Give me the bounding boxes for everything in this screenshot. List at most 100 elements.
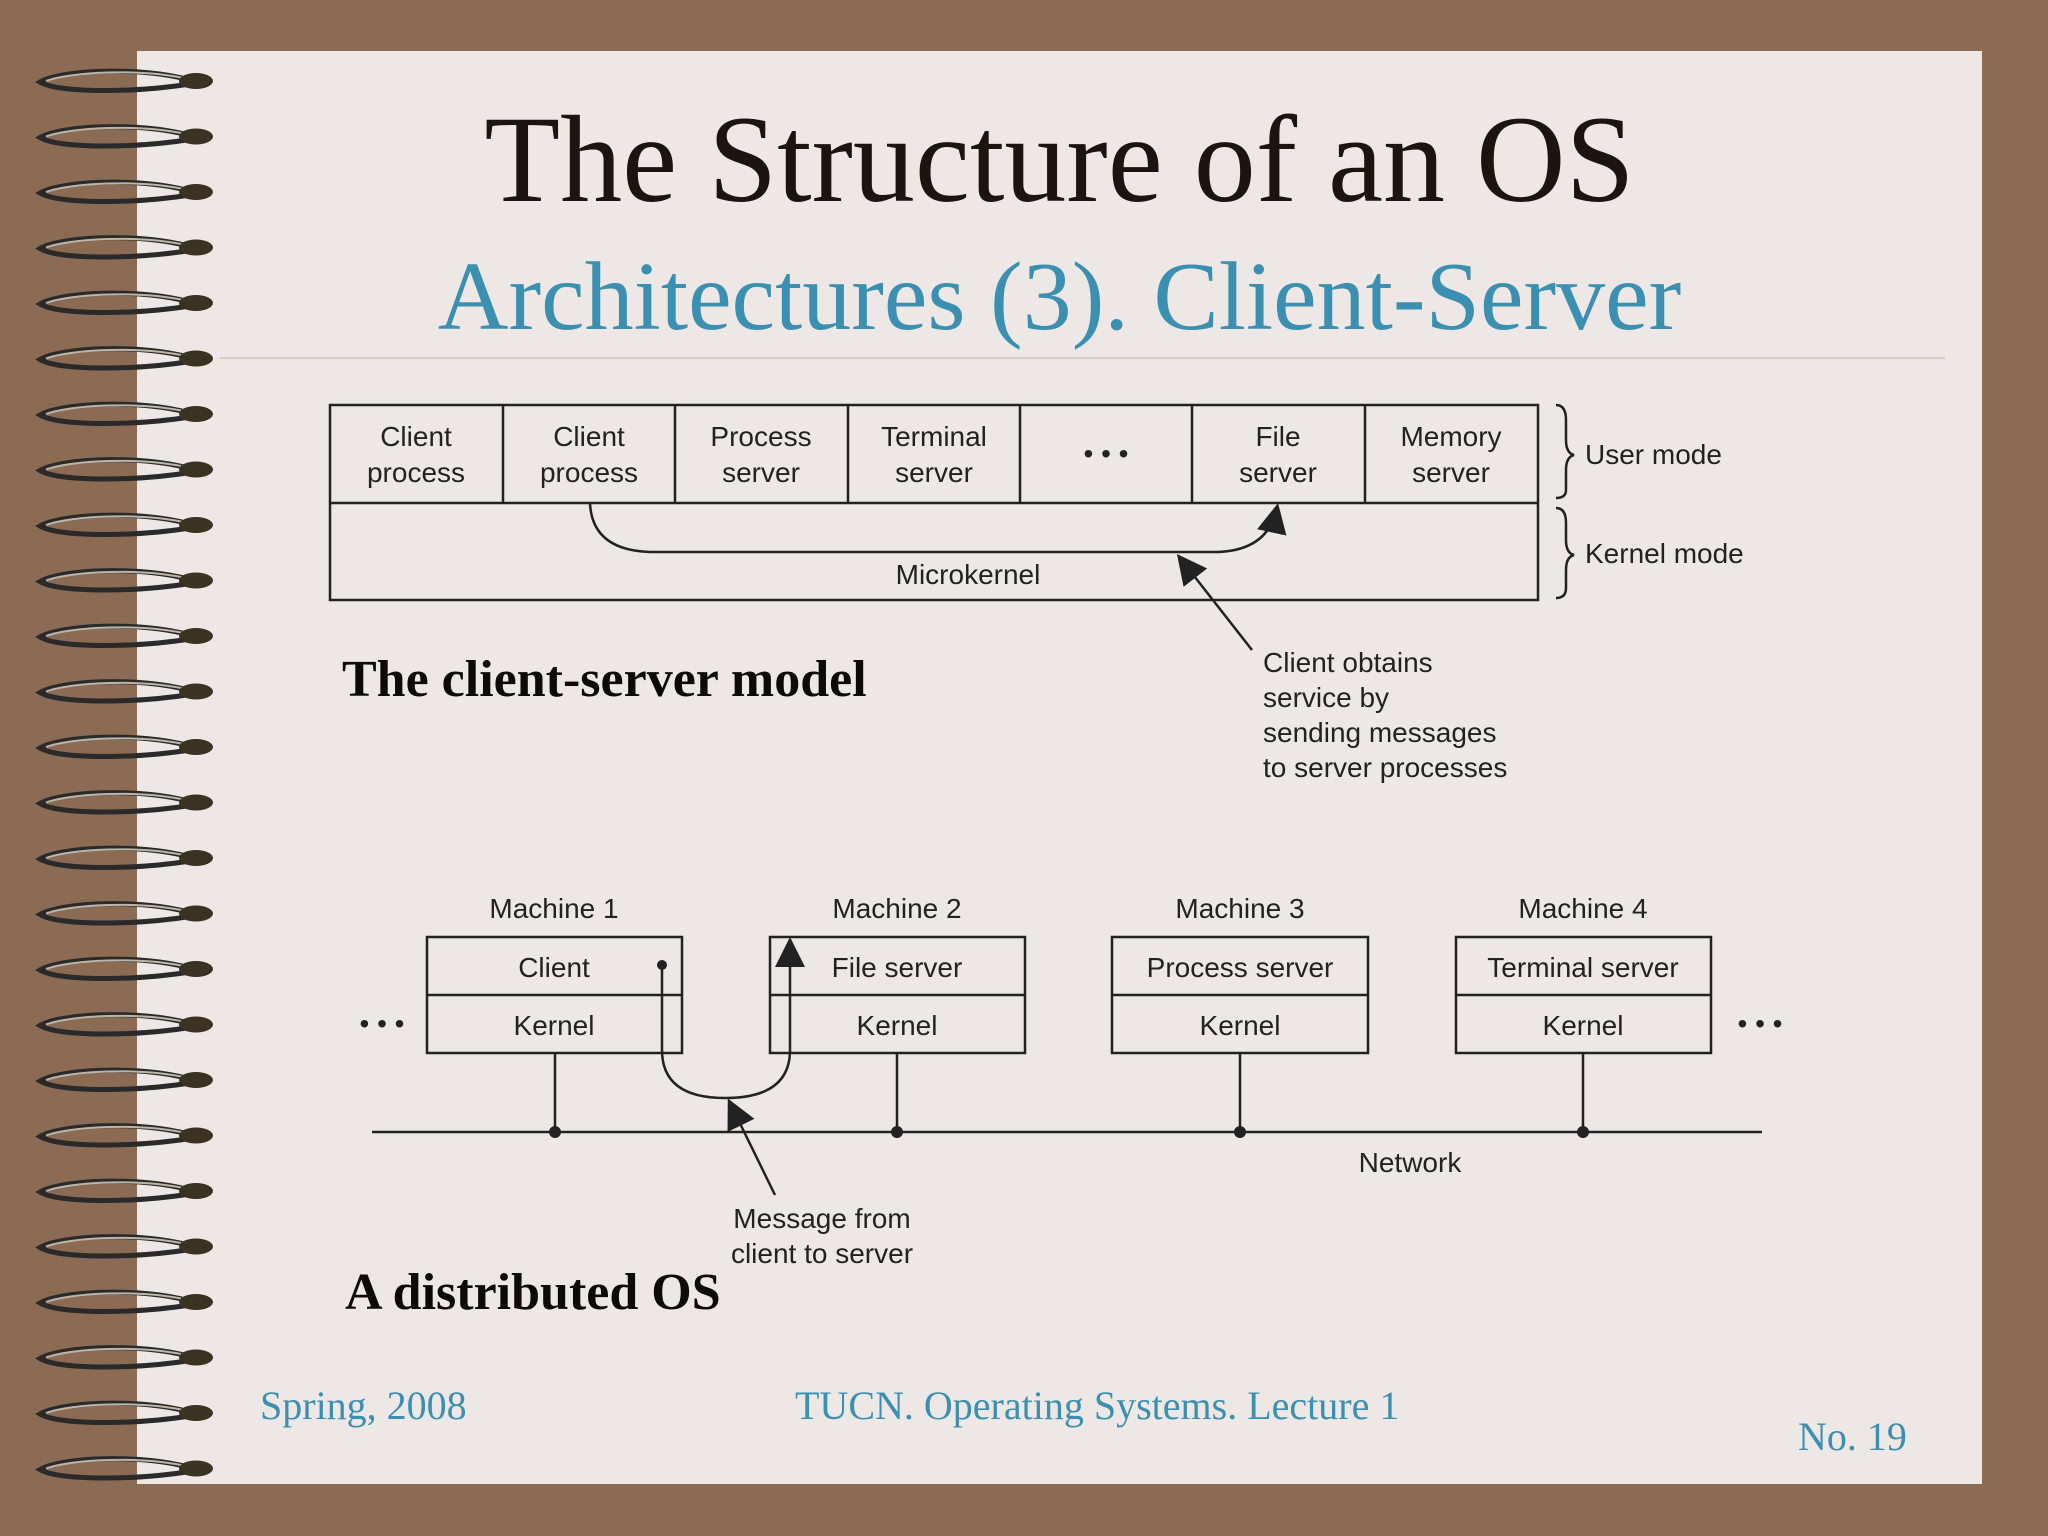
binding-hole — [179, 905, 213, 922]
binding-hole — [179, 1405, 213, 1421]
binding-hole — [179, 1460, 213, 1477]
caption-client-server-model: The client-server model — [342, 651, 867, 708]
binding-ring-highlight — [45, 1125, 189, 1137]
binding-ring-highlight — [45, 570, 189, 582]
footer-page-number: No. 19 — [1798, 1414, 1907, 1459]
machine-4-kernel: Kernel — [1543, 1010, 1624, 1041]
binding-hole — [179, 350, 213, 367]
machine-3-service: Process server — [1147, 952, 1334, 983]
machine-3-name: Machine 3 — [1175, 893, 1304, 924]
binding-ring-highlight — [45, 126, 189, 138]
binding-hole — [179, 184, 213, 200]
caption-distributed-os: A distributed OS — [345, 1264, 721, 1321]
note-arrow — [1176, 554, 1253, 651]
binding-ring-highlight — [45, 1347, 189, 1359]
binding-ring-highlight — [45, 1070, 189, 1081]
binding-ring-highlight — [45, 404, 189, 415]
machine-1-service: Client — [518, 952, 590, 983]
distributed-diagram — [372, 935, 1762, 1196]
note-line-3: sending messages — [1263, 717, 1496, 748]
message-path-arrow — [588, 502, 1287, 554]
microkernel-label: Microkernel — [896, 559, 1041, 590]
box-label-3b: server — [722, 457, 800, 488]
binding-ring-highlight — [45, 848, 189, 859]
user-mode-brace — [1555, 403, 1575, 500]
binding-ring-highlight — [45, 1236, 189, 1248]
binding-ring-highlight — [45, 515, 189, 526]
binding-ring-highlight — [45, 959, 189, 970]
binding-ring-highlight — [45, 459, 189, 471]
box-label-6b: server — [1239, 457, 1317, 488]
box-label-ellipsis: • • • — [1084, 438, 1129, 469]
binding-hole — [179, 1349, 213, 1366]
machine-3-kernel: Kernel — [1200, 1010, 1281, 1041]
binding-hole — [179, 961, 213, 977]
binding-hole — [179, 295, 213, 311]
box-label-1a: Client — [380, 421, 452, 452]
binding-ring-highlight — [45, 348, 189, 360]
binding-hole — [179, 239, 213, 256]
slide-subtitle: Architectures (3). Client-Server — [437, 243, 1682, 351]
note-line-4: to server processes — [1263, 752, 1507, 783]
box-label-4b: server — [895, 457, 973, 488]
binding-hole — [179, 461, 213, 478]
note-line-2: service by — [1263, 682, 1389, 713]
box-label-2a: Client — [553, 421, 625, 452]
slide-page — [137, 51, 1982, 1484]
microkernel-diagram — [328, 403, 1575, 651]
network-label: Network — [1359, 1147, 1463, 1178]
binding-hole — [179, 794, 213, 811]
binding-hole — [179, 850, 213, 866]
box-label-7b: server — [1412, 457, 1490, 488]
box-label-3a: Process — [710, 421, 811, 452]
binding-ring-highlight — [45, 1014, 189, 1026]
binding-ring-highlight — [45, 293, 189, 304]
binding-hole — [179, 73, 213, 89]
note-line-1: Client obtains — [1263, 647, 1433, 678]
binding-ring-highlight — [45, 1292, 189, 1303]
box-label-4a: Terminal — [881, 421, 987, 452]
binding-ring-highlight — [45, 681, 189, 693]
binding-hole — [179, 406, 213, 422]
binding-ring-highlight — [45, 792, 189, 804]
binding-hole — [179, 1294, 213, 1310]
machine-1-kernel: Kernel — [514, 1010, 595, 1041]
binding-hole — [179, 1016, 213, 1033]
binding-hole — [179, 572, 213, 589]
box-label-7a: Memory — [1400, 421, 1501, 452]
binding-hole — [179, 1127, 213, 1144]
footer-date: Spring, 2008 — [260, 1383, 467, 1428]
message-note-line-2: client to server — [731, 1238, 913, 1269]
binding-ring-highlight — [45, 182, 189, 193]
machine-2-kernel: Kernel — [857, 1010, 938, 1041]
title-divider — [220, 357, 1945, 359]
machine-1-name: Machine 1 — [489, 893, 618, 924]
machine-4-service: Terminal server — [1487, 952, 1678, 983]
binding-ring-highlight — [45, 71, 189, 82]
right-ellipsis: • • • — [1738, 1008, 1783, 1039]
binding-hole — [179, 683, 213, 700]
message-origin-dot — [657, 960, 667, 970]
spiral-rings-svg — [35, 68, 213, 1481]
binding-hole — [179, 517, 213, 533]
machine-2-name: Machine 2 — [832, 893, 961, 924]
binding-hole — [179, 628, 213, 644]
machine-2-service: File server — [832, 952, 963, 983]
binding-ring-highlight — [45, 1181, 189, 1192]
binding-ring-highlight — [45, 737, 189, 748]
kernel-mode-label: Kernel mode — [1585, 538, 1744, 569]
binding-hole — [179, 1072, 213, 1088]
binding-ring-highlight — [45, 1458, 189, 1470]
footer-course: TUCN. Operating Systems. Lecture 1 — [795, 1383, 1400, 1428]
binding-ring-highlight — [45, 626, 189, 637]
left-ellipsis: • • • — [360, 1008, 405, 1039]
slide-title: The Structure of an OS — [484, 91, 1635, 228]
box-label-2b: process — [540, 457, 638, 488]
binding-hole — [179, 1183, 213, 1199]
binding-ring-highlight — [45, 903, 189, 915]
box-label-1b: process — [367, 457, 465, 488]
binding-ring-highlight — [45, 1403, 189, 1414]
kernel-mode-brace — [1555, 506, 1575, 600]
box-label-6a: File — [1255, 421, 1300, 452]
